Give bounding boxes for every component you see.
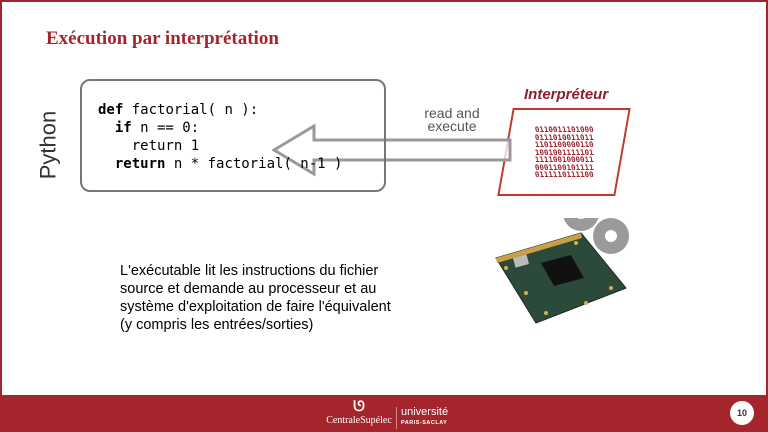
footer-bar [0,395,768,432]
language-label: Python [28,110,68,180]
code-line: return 1 [131,138,200,154]
language-label-text: Python [35,110,60,180]
code-line: return n * factorial( n-1 ) [114,156,343,172]
description-text: L'exécutable lit les instructions du fic… [120,263,391,333]
arrow-left-icon [272,123,512,177]
slide-title: Exécution par interprétation [46,28,279,49]
page-number: 10 [730,401,754,425]
code-line: def factorial( n ): [98,102,259,118]
interpreter-label: Interpréteur [524,86,609,103]
logo-symbol-icon: ᘎ [353,400,365,415]
code-line: if n == 0: [114,120,200,136]
microcontroller-board-image [495,218,629,324]
gears-icon [563,218,629,254]
code-box: def factorial( n ): if n == 0: return 1 … [80,79,386,192]
